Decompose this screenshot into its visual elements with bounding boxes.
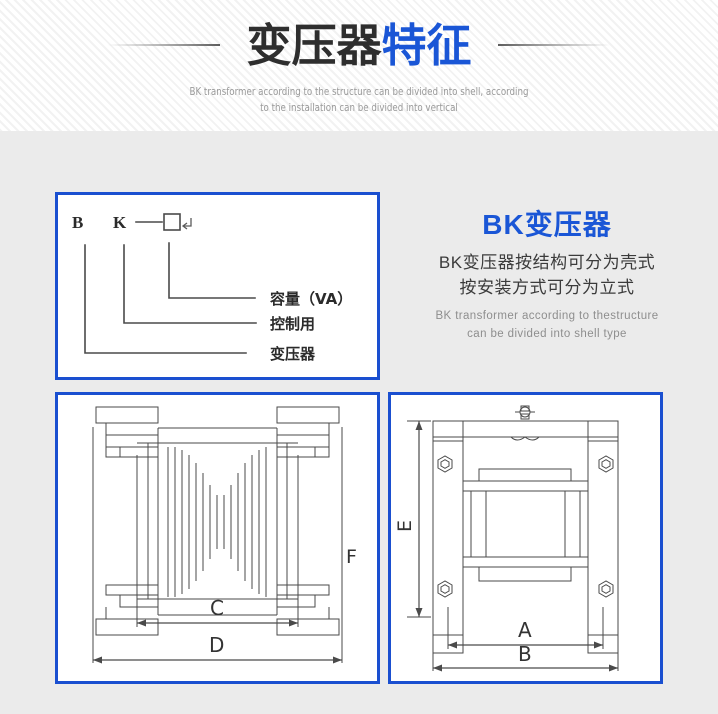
mount-bar-right <box>587 420 619 654</box>
horizontal-rule-right-icon <box>497 44 610 46</box>
product-info-cn-line1: BK变压器按结构可分为壳式 <box>438 253 656 272</box>
hex-nut-bottom-right <box>598 580 614 598</box>
dimension-label-b: B <box>518 642 532 666</box>
bobbin-flange-bottom <box>478 566 572 582</box>
product-info-cn: BK变压器按结构可分为壳式 按安装方式可分为立式 <box>396 250 698 300</box>
leader-line-control-use <box>123 244 257 324</box>
page-header: 变压器特征 BK transformer according to the st… <box>0 0 718 131</box>
product-info-cn-line2: 按安装方式可分为立式 <box>459 278 635 297</box>
product-info-en: BK transformer according to thestructure… <box>396 307 698 343</box>
bracket-right-bot-step <box>277 607 330 620</box>
top-yoke-clamp-detail <box>510 436 540 441</box>
page-subtitle-line2: to the installation can be divided into … <box>260 102 458 114</box>
dimension-label-c: C <box>210 596 224 620</box>
page-subtitle: BK transformer according to the structur… <box>29 84 690 116</box>
bracket-left-top-inner <box>105 435 158 458</box>
bracket-right-top-inner <box>277 435 330 458</box>
horizontal-rule-left-icon <box>108 44 221 46</box>
dimension-label-f: F <box>346 546 357 568</box>
bracket-left-bot-inner <box>105 585 158 608</box>
dimension-label-e: E <box>394 520 416 532</box>
model-label-capacity: 容量（VA） <box>269 290 352 308</box>
dimension-label-a: A <box>518 618 532 642</box>
mounting-screw-icon <box>515 405 535 420</box>
page-title-dark: 变压器 <box>246 18 382 72</box>
empty-square-icon <box>163 213 181 231</box>
bracket-left-bot-tab <box>105 584 159 596</box>
core-band-top <box>462 480 589 492</box>
top-view-panel: C D F <box>55 392 380 684</box>
dimension-e <box>415 421 423 617</box>
product-info-heading: BK变压器 <box>482 209 612 240</box>
mount-bar-left <box>432 420 464 654</box>
page-title: 变压器特征 <box>246 23 471 68</box>
bracket-right-top-step <box>277 423 330 436</box>
top-yoke-plate <box>432 420 619 438</box>
dimension-d <box>93 656 342 664</box>
model-designation-diagram: B K 容量（VA） 控制用 变压器 <box>72 213 352 363</box>
dimension-a <box>448 641 603 649</box>
page-subtitle-line1: BK transformer according to the structur… <box>189 86 529 98</box>
bracket-left-top-flange <box>95 406 159 424</box>
bracket-right-bot-flange <box>276 618 340 636</box>
transformer-front-view-drawing: E A B <box>394 405 619 672</box>
bracket-right-top-tab <box>276 446 330 458</box>
code-letter-b: B <box>72 213 83 232</box>
bracket-right-bot-tab <box>276 584 330 596</box>
page-title-blue: 特征 <box>381 18 472 72</box>
bracket-left-top-tab <box>105 446 159 458</box>
core-band-bottom <box>462 556 589 568</box>
leader-line-transformer <box>84 244 247 354</box>
transformer-top-view-drawing: C D F <box>92 406 357 664</box>
code-letter-k: K <box>113 213 127 232</box>
coil-body <box>470 490 581 558</box>
model-label-control-use: 控制用 <box>270 315 315 333</box>
bracket-left-bot-step <box>105 607 158 620</box>
bobbin-flange-top <box>478 468 572 482</box>
return-arrow-icon <box>181 218 192 230</box>
dimension-b <box>433 664 618 672</box>
product-info-block: BK变压器 BK变压器按结构可分为壳式 按安装方式可分为立式 BK transf… <box>396 208 698 343</box>
hex-nut-top-right <box>598 455 614 473</box>
product-info-en-line1: BK transformer according to thestructure <box>435 310 659 322</box>
bracket-right-top-flange <box>276 406 340 424</box>
leader-line-capacity <box>168 242 256 299</box>
front-view-panel: E A B <box>388 392 663 684</box>
title-row: 变压器特征 <box>0 14 718 76</box>
model-label-transformer: 变压器 <box>270 345 316 363</box>
model-designation-panel: B K 容量（VA） 控制用 变压器 <box>55 192 380 380</box>
winding-lines <box>167 447 267 597</box>
bracket-right-bot-inner <box>277 585 330 608</box>
hex-nut-bottom-left <box>437 580 453 598</box>
dimension-c <box>137 619 298 627</box>
hex-nut-top-left <box>437 455 453 473</box>
bracket-left-bot-flange <box>95 618 159 636</box>
dimension-label-d: D <box>209 633 224 657</box>
bracket-left-top-step <box>105 423 158 436</box>
product-info-en-line2: can be divided into shell type <box>467 328 627 340</box>
